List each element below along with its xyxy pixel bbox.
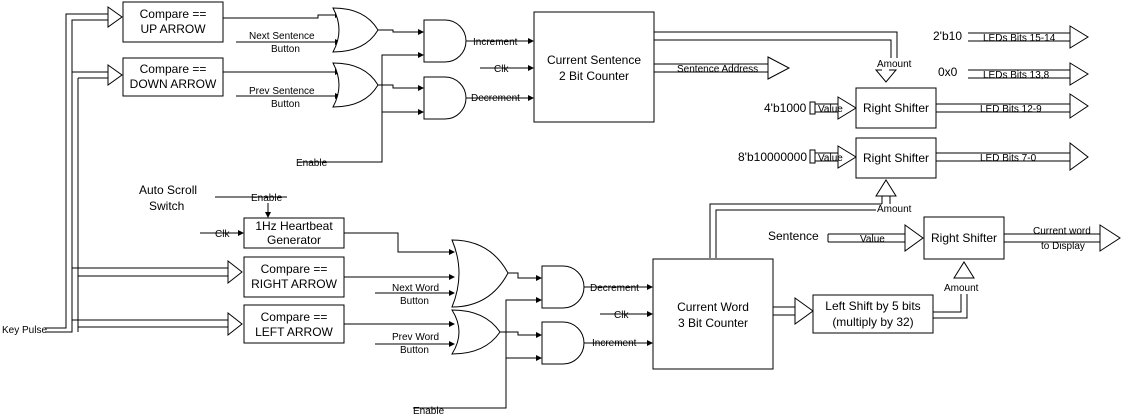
enable-mid-label: Enable xyxy=(251,193,283,204)
increment-top-label: Increment xyxy=(473,37,518,48)
right-shifter-2-label: Right Shifter xyxy=(863,151,929,165)
prev-sentence-label-1: Prev Sentence xyxy=(249,86,315,97)
or-gate-prev-sentence xyxy=(332,62,379,108)
value-3-label: Value xyxy=(860,234,885,245)
compare-down-line2: DOWN ARROW xyxy=(130,77,217,91)
next-sentence-label-2: Button xyxy=(271,44,300,55)
right-shifter-1-label: Right Shifter xyxy=(863,101,929,115)
sentence-label: Sentence xyxy=(768,229,819,243)
word-counter-block: Current Word 3 Bit Counter xyxy=(652,258,774,370)
left-shift-line1: Left Shift by 5 bits xyxy=(825,299,920,313)
sentence-counter-line1: Current Sentence xyxy=(547,53,641,67)
const-2b10: 2'b10 xyxy=(933,29,962,43)
compare-up-block: Compare == UP ARROW xyxy=(122,1,224,43)
sentence-counter-line2: 2 Bit Counter xyxy=(559,69,629,83)
right-shifter-3-label: Right Shifter xyxy=(931,231,997,245)
left-shift-block: Left Shift by 5 bits (multiply by 32) xyxy=(812,294,934,334)
decrement-top-label: Decrement xyxy=(471,93,520,104)
sentence-counter-block: Current Sentence 2 Bit Counter xyxy=(533,11,655,123)
decrement-bottom-label: Decrement xyxy=(590,283,639,294)
clk-bottom-label: Clk xyxy=(614,310,629,321)
compare-left-block: Compare == LEFT ARROW xyxy=(243,304,345,344)
right-shifter-3: Right Shifter xyxy=(923,216,1005,260)
leds-15-14-label: LEDs Bits 15-14 xyxy=(983,33,1056,44)
sentence-address-label: Sentence Address xyxy=(677,64,758,75)
key-pulse-bus xyxy=(45,6,243,337)
value-2-label: Value xyxy=(818,153,843,164)
current-word-label-2: to Display xyxy=(1041,241,1085,252)
auto-scroll-label-2: Switch xyxy=(149,199,184,213)
prev-word-label-1: Prev Word xyxy=(392,332,439,343)
heartbeat-block: 1Hz Heartbeat Generator xyxy=(243,217,345,249)
or-gate-prev-word xyxy=(451,309,501,355)
heartbeat-line1: 1Hz Heartbeat xyxy=(255,219,333,233)
prev-word-label-2: Button xyxy=(400,345,429,356)
and-gate-increment xyxy=(423,19,467,63)
compare-right-block: Compare == RIGHT ARROW xyxy=(243,256,345,298)
increment-bottom-label: Increment xyxy=(592,338,637,349)
value-1-label: Value xyxy=(818,104,843,115)
compare-left-line2: LEFT ARROW xyxy=(255,325,333,339)
next-word-label-2: Button xyxy=(400,296,429,307)
heartbeat-line2: Generator xyxy=(267,233,321,247)
const-0x0: 0x0 xyxy=(938,65,958,79)
right-shifter-2: Right Shifter xyxy=(855,137,937,179)
next-sentence-label-1: Next Sentence xyxy=(249,31,315,42)
word-counter-line2: 3 Bit Counter xyxy=(678,316,748,330)
compare-right-line2: RIGHT ARROW xyxy=(251,277,337,291)
auto-scroll-label-1: Auto Scroll xyxy=(139,183,197,197)
enable-top-label: Enable xyxy=(296,158,328,169)
clk-heartbeat-label: Clk xyxy=(215,229,230,240)
amount-mid-label: Amount xyxy=(877,204,912,215)
compare-left-line1: Compare == xyxy=(261,310,328,324)
led-bits-7-0-label: LED Bits 7-0 xyxy=(980,153,1037,164)
compare-down-line1: Compare == xyxy=(140,62,207,76)
next-word-label-1: Next Word xyxy=(392,283,439,294)
and-gate-increment-word xyxy=(541,321,585,365)
prev-sentence-label-2: Button xyxy=(271,99,300,110)
or-gate-next-word xyxy=(451,239,509,308)
enable-bottom-label: Enable xyxy=(413,406,445,417)
const-8b: 8'b10000000 xyxy=(738,150,807,164)
and-gate-decrement-word xyxy=(541,265,585,309)
clk-top-label: Clk xyxy=(494,64,509,75)
compare-right-line1: Compare == xyxy=(261,262,328,276)
compare-up-line2: UP ARROW xyxy=(140,22,206,36)
left-shift-line2: (multiply by 32) xyxy=(832,315,913,329)
or-gate-next-sentence xyxy=(332,7,379,53)
led-bits-12-9-label: LED Bits 12-9 xyxy=(980,104,1042,115)
right-shifter-1: Right Shifter xyxy=(855,87,937,129)
const-4b1000: 4'b1000 xyxy=(764,101,807,115)
key-pulse-label: Key Pulse xyxy=(2,325,47,336)
amount-bottom-label: Amount xyxy=(944,283,979,294)
compare-down-block: Compare == DOWN ARROW xyxy=(122,57,224,97)
current-word-label-1: Current word xyxy=(1033,226,1091,237)
amount-top-label: Amount xyxy=(877,59,912,70)
and-gate-decrement xyxy=(423,76,467,120)
compare-up-line1: Compare == xyxy=(140,7,207,21)
leds-13-8-label: LEDs Bits 13,8 xyxy=(983,70,1050,81)
word-counter-line1: Current Word xyxy=(677,300,749,314)
